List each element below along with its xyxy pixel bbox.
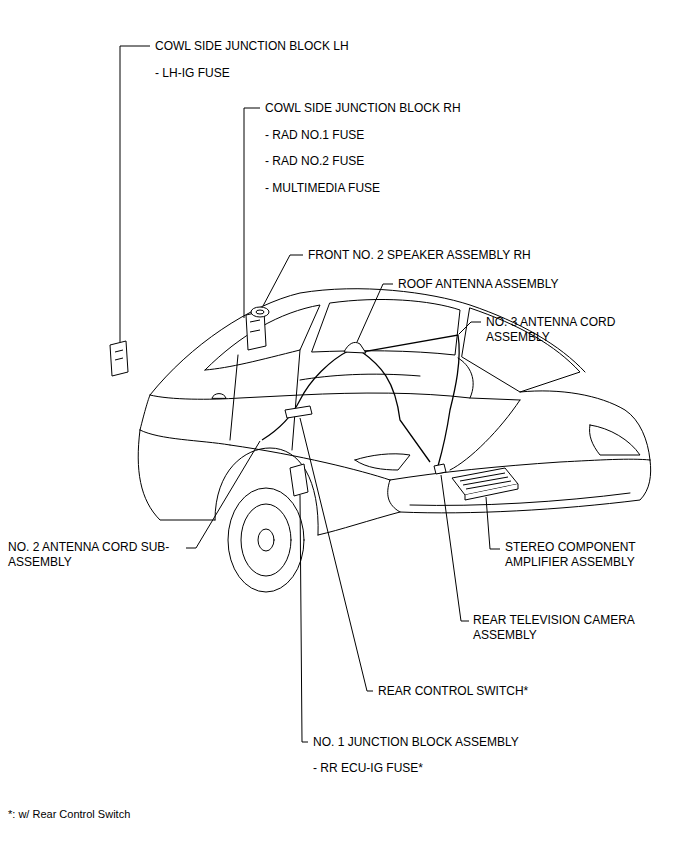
leader-line (263, 255, 303, 306)
component (115, 350, 123, 360)
part-name: REAR CONTROL SWITCH* (378, 684, 528, 699)
fuse-name: - LH-IG FUSE (155, 66, 230, 81)
car-body (150, 393, 520, 400)
car-body (292, 350, 300, 450)
leader-line (441, 475, 469, 621)
rear-control-switch (285, 406, 312, 418)
leader-line (186, 441, 260, 548)
car-body (589, 425, 640, 455)
fuse-name: - MULTIMEDIA FUSE (265, 181, 380, 196)
car-body (355, 454, 410, 470)
car-body (205, 305, 320, 370)
part-name: NO. 2 ANTENNA CORD SUB-ASSEMBLY (8, 540, 183, 570)
component (110, 307, 518, 500)
fuse-name: - RR ECU-IG FUSE* (313, 761, 423, 776)
antenna-cord (362, 352, 430, 462)
car-body (258, 529, 274, 551)
car-body (228, 488, 304, 592)
footnote: *: w/ Rear Control Switch (8, 807, 130, 822)
car-body (388, 460, 651, 513)
car-body (410, 493, 630, 505)
antenna-cord (262, 350, 350, 440)
part-name: COWL SIDE JUNCTION BLOCK RH (265, 101, 461, 116)
rear-camera (434, 464, 446, 474)
leader-line (120, 46, 500, 742)
leader-line (357, 284, 393, 342)
speaker (251, 307, 269, 317)
car-body (140, 395, 150, 430)
part-name: STEREO COMPONENT AMPLIFIER ASSEMBLY (505, 540, 670, 570)
part-name: COWL SIDE JUNCTION BLOCK LH (155, 39, 349, 54)
roof-antenna (344, 342, 366, 353)
car-body (230, 355, 238, 440)
component (256, 310, 264, 314)
car-body (140, 430, 230, 445)
component (460, 473, 511, 489)
part-name: NO. 1 JUNCTION BLOCK ASSEMBLY (313, 735, 519, 750)
component (465, 484, 518, 500)
leader-line (300, 418, 373, 691)
leader-line (244, 108, 260, 318)
car-body (318, 512, 400, 535)
leader-line (300, 495, 308, 742)
junction-block-lh (110, 341, 128, 376)
car-body (520, 391, 650, 460)
part-name: REAR TELEVISION CAMERA ASSEMBLY (473, 613, 673, 643)
fuse-name: - RAD NO.2 FUSE (265, 154, 364, 169)
part-name: FRONT NO. 2 SPEAKER ASSEMBLY RH (308, 248, 531, 263)
leader-line (486, 497, 500, 549)
junction-block-no1 (290, 464, 308, 496)
leader-line (459, 322, 481, 334)
antenna-cord (262, 335, 459, 466)
car-body (458, 358, 473, 398)
car-body (138, 430, 215, 520)
car-body (312, 299, 460, 355)
component (250, 320, 260, 332)
car-body (450, 400, 520, 470)
leader-line (120, 46, 150, 342)
part-name: NO. 3 ANTENNA CORD ASSEMBLY (486, 315, 636, 345)
part-name: ROOF ANTENNA ASSEMBLY (398, 277, 559, 292)
fuse-name: - RAD NO.1 FUSE (265, 128, 364, 143)
car-body (390, 459, 650, 480)
car-body (212, 394, 226, 399)
antenna-cord (362, 335, 459, 466)
car-body (241, 504, 291, 576)
